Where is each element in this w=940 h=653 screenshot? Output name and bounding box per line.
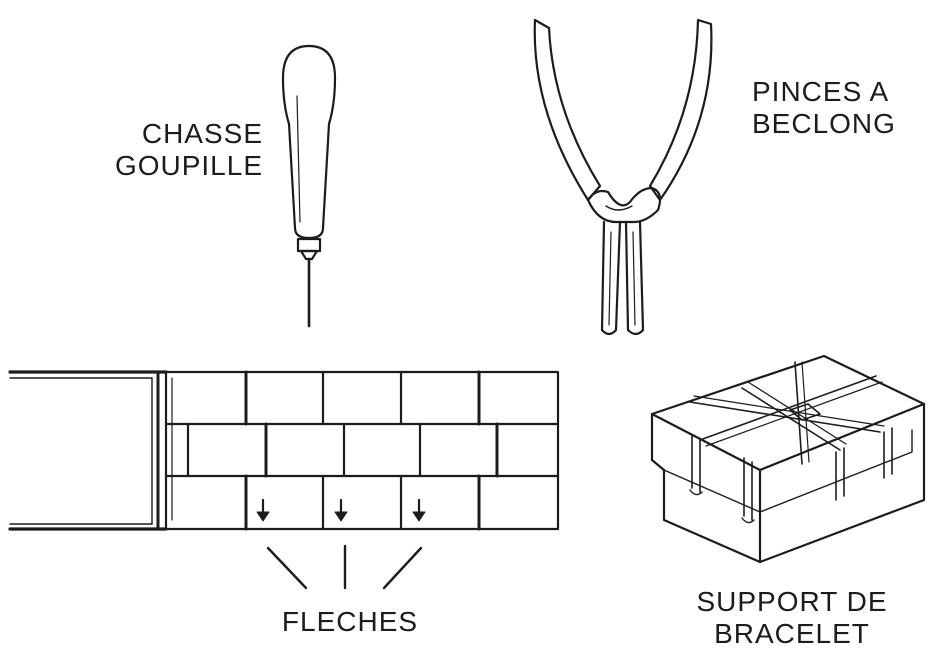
label-pinces-line2: BECLONG — [752, 108, 896, 139]
label-support-line2: BRACELET — [714, 618, 870, 649]
arrow-down-icon — [256, 498, 270, 522]
arrows-group — [256, 498, 426, 522]
bracelet-icon — [8, 370, 560, 531]
pliers-icon — [533, 18, 713, 336]
label-pinces-line1: PINCES A — [752, 76, 890, 107]
bracelet-holder-icon — [650, 354, 926, 564]
label-chasse-goupille: CHASSE GOUPILLE — [95, 118, 263, 182]
fleches-pointer-lines — [266, 544, 423, 590]
label-support-line1: SUPPORT DE — [696, 586, 888, 617]
label-support-de-bracelet: SUPPORT DE BRACELET — [672, 586, 912, 650]
label-chasse-line2: GOUPILLE — [114, 150, 263, 181]
arrow-down-icon — [412, 498, 426, 522]
arrow-down-icon — [334, 498, 348, 522]
label-pinces-a-beclong: PINCES A BECLONG — [752, 76, 927, 140]
label-fleches: FLECHES — [281, 606, 419, 637]
pin-punch-icon — [281, 44, 337, 328]
label-chasse-line1: CHASSE — [141, 118, 263, 149]
